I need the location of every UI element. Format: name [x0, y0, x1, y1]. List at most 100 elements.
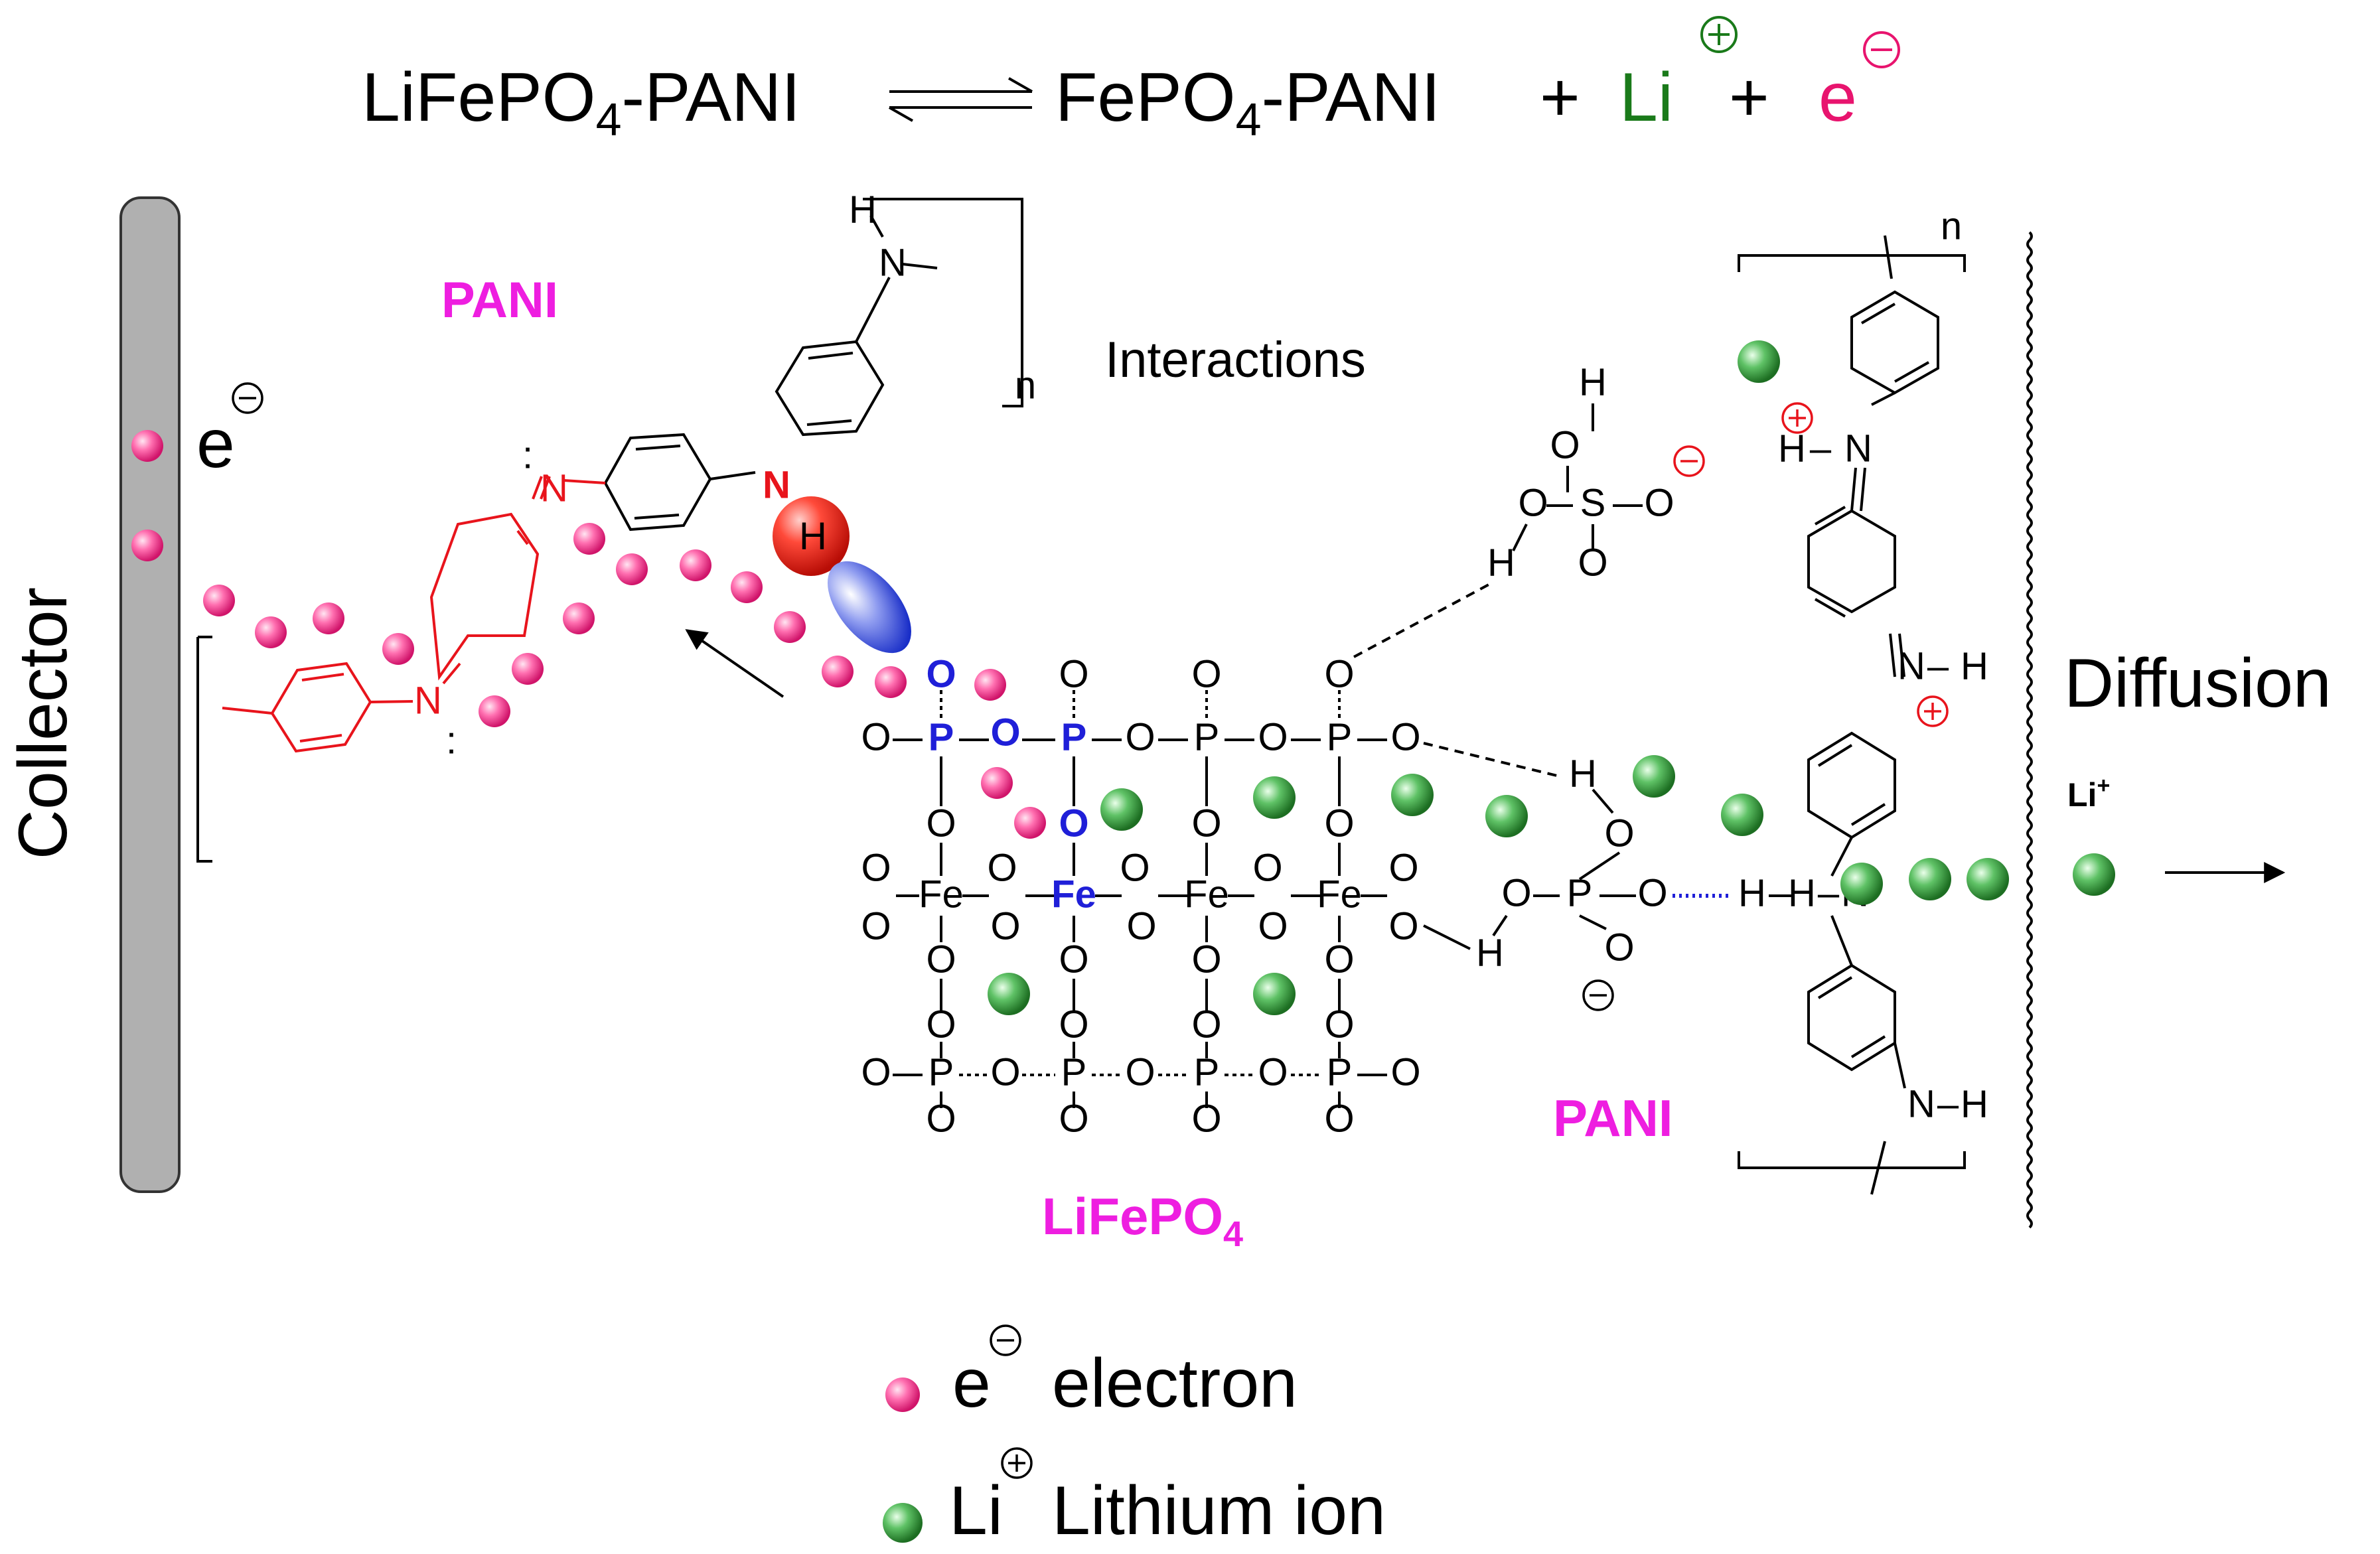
electron: [774, 611, 806, 643]
sulfate-H: H: [1487, 541, 1515, 584]
lattice-P: P: [1061, 1050, 1087, 1094]
lattice-O: O: [1324, 1003, 1354, 1046]
lattice-O: O: [861, 715, 891, 758]
bond-dash: –: [1810, 427, 1832, 470]
minus-charge-icon: [990, 1324, 1021, 1356]
sulfate-S: S: [1580, 481, 1606, 524]
lattice-O: O: [1126, 904, 1156, 948]
lifepo4-label: LiFePO4: [1042, 1187, 1243, 1254]
lattice-P-blue: P: [929, 715, 954, 758]
plus-charge-icon: [1781, 402, 1813, 434]
sulfate-H: H: [1579, 360, 1607, 403]
plus-sign-2: +: [1729, 59, 1769, 136]
minus-charge-icon: [1582, 979, 1614, 1011]
lattice-O: O: [1191, 1003, 1221, 1046]
pani-left-NH-nitrogen: N: [763, 463, 790, 506]
lithium-ion: [1253, 776, 1296, 819]
lithium-ion: [1391, 774, 1434, 816]
legend-li-text: Lithium ion: [1052, 1472, 1386, 1549]
lattice-O: O: [1324, 1097, 1354, 1140]
electron-symbol: e: [1819, 59, 1857, 136]
pani-right-H: H: [1778, 427, 1806, 470]
sulfate-O: O: [1644, 481, 1674, 524]
phosphate-O: O: [1604, 812, 1634, 855]
lithium-ion: [1253, 973, 1296, 1015]
lattice-atoms: O O O O O P O P O P O P O O O O O O O O …: [861, 652, 1420, 1140]
interactions-label: Interactions: [1105, 332, 1366, 388]
pani-left-H3: H: [849, 188, 877, 231]
oxygen-lone-pair-lobe: [828, 561, 911, 654]
lattice-Fe-blue: Fe: [1051, 873, 1096, 916]
lithium-ion: [1721, 794, 1763, 836]
lattice-P-blue: P: [1061, 715, 1087, 758]
pani-right-N4: N: [1907, 1082, 1935, 1125]
lattice-O: O: [987, 846, 1017, 889]
plus-charge-icon: [1001, 1447, 1033, 1479]
lithium-ions-group: [988, 340, 2115, 1015]
electron: [822, 656, 854, 687]
lattice-O: O: [1390, 1050, 1420, 1094]
lattice-O-blue: O: [926, 652, 956, 695]
sulfate-O: O: [1550, 423, 1580, 466]
pani-right-H: H: [1788, 871, 1816, 914]
legend-li-symbol: Li: [949, 1472, 1003, 1549]
lattice-O: O: [1191, 652, 1221, 695]
lattice-Fe: Fe: [1317, 873, 1362, 916]
phosphate-H: H: [1476, 931, 1504, 974]
electron-flow-arrow: [685, 629, 784, 698]
lattice-Fe: Fe: [1184, 873, 1229, 916]
lattice-O: O: [1120, 846, 1150, 889]
lattice-P: P: [929, 1050, 954, 1094]
electron: [255, 616, 287, 648]
minus-charge-icon: [1673, 445, 1705, 477]
equilibrium-arrow: [889, 77, 1033, 122]
product-formula: FePO: [1055, 59, 1236, 136]
pani-right-n-index: n: [1941, 204, 1962, 247]
lattice-O-blue: O: [990, 711, 1020, 754]
li-plus-label: Li+: [2067, 773, 2110, 813]
lithium-ion: [2073, 853, 2115, 896]
lattice-O: O: [861, 846, 891, 889]
phosphate-group: [1492, 788, 1792, 937]
lithium-ion: [1909, 858, 1951, 900]
lithium-ion: [988, 973, 1030, 1015]
legend-electron-symbol: e: [952, 1345, 991, 1422]
lattice-O: O: [1125, 1050, 1155, 1094]
phosphate-P: P: [1567, 871, 1593, 914]
hydrogen-orbital-sphere: [773, 496, 850, 576]
lattice-O: O: [1059, 1097, 1088, 1140]
lattice-O: O: [1125, 715, 1155, 758]
lattice-P: P: [1327, 1050, 1353, 1094]
lattice-O: O: [1324, 938, 1354, 981]
pani-left-n-index: n: [1015, 364, 1036, 407]
lattice-O: O: [990, 1050, 1020, 1094]
lattice-O: O: [926, 1097, 956, 1140]
svg-text:LiFePO4-PANI: LiFePO4-PANI: [362, 59, 800, 145]
electron: [131, 430, 163, 462]
diffusion-boundary: [2026, 231, 2033, 1229]
lattice-O: O: [1388, 846, 1418, 889]
electron: [680, 549, 711, 581]
electron: [573, 523, 605, 555]
lattice-P: P: [1194, 1050, 1220, 1094]
bond-dash: –: [1818, 871, 1840, 914]
electron: [479, 695, 510, 727]
lithium-ion: [1633, 755, 1675, 798]
lattice-O: O: [861, 904, 891, 948]
pani-right-structure: [1738, 235, 1966, 1195]
product-subscript: 4: [1236, 94, 1262, 145]
lattice-O: O: [1324, 802, 1354, 845]
legend: e electron Li Lithium ion: [883, 1324, 1386, 1549]
pani-right-N2: N: [1897, 644, 1925, 687]
lattice-O: O: [1252, 846, 1282, 889]
lattice-O: O: [1191, 802, 1221, 845]
reactant-suffix: -PANI: [622, 59, 801, 136]
reactant-formula: LiFePO: [362, 59, 596, 136]
sulfate-group: [1353, 403, 1643, 950]
electron: [131, 530, 163, 561]
phosphate-hbond-H: H: [1738, 871, 1766, 914]
pani-right-label: PANI: [1553, 1089, 1673, 1147]
phosphate-H: H: [1569, 752, 1597, 795]
legend-lithium-icon: [883, 1503, 923, 1543]
